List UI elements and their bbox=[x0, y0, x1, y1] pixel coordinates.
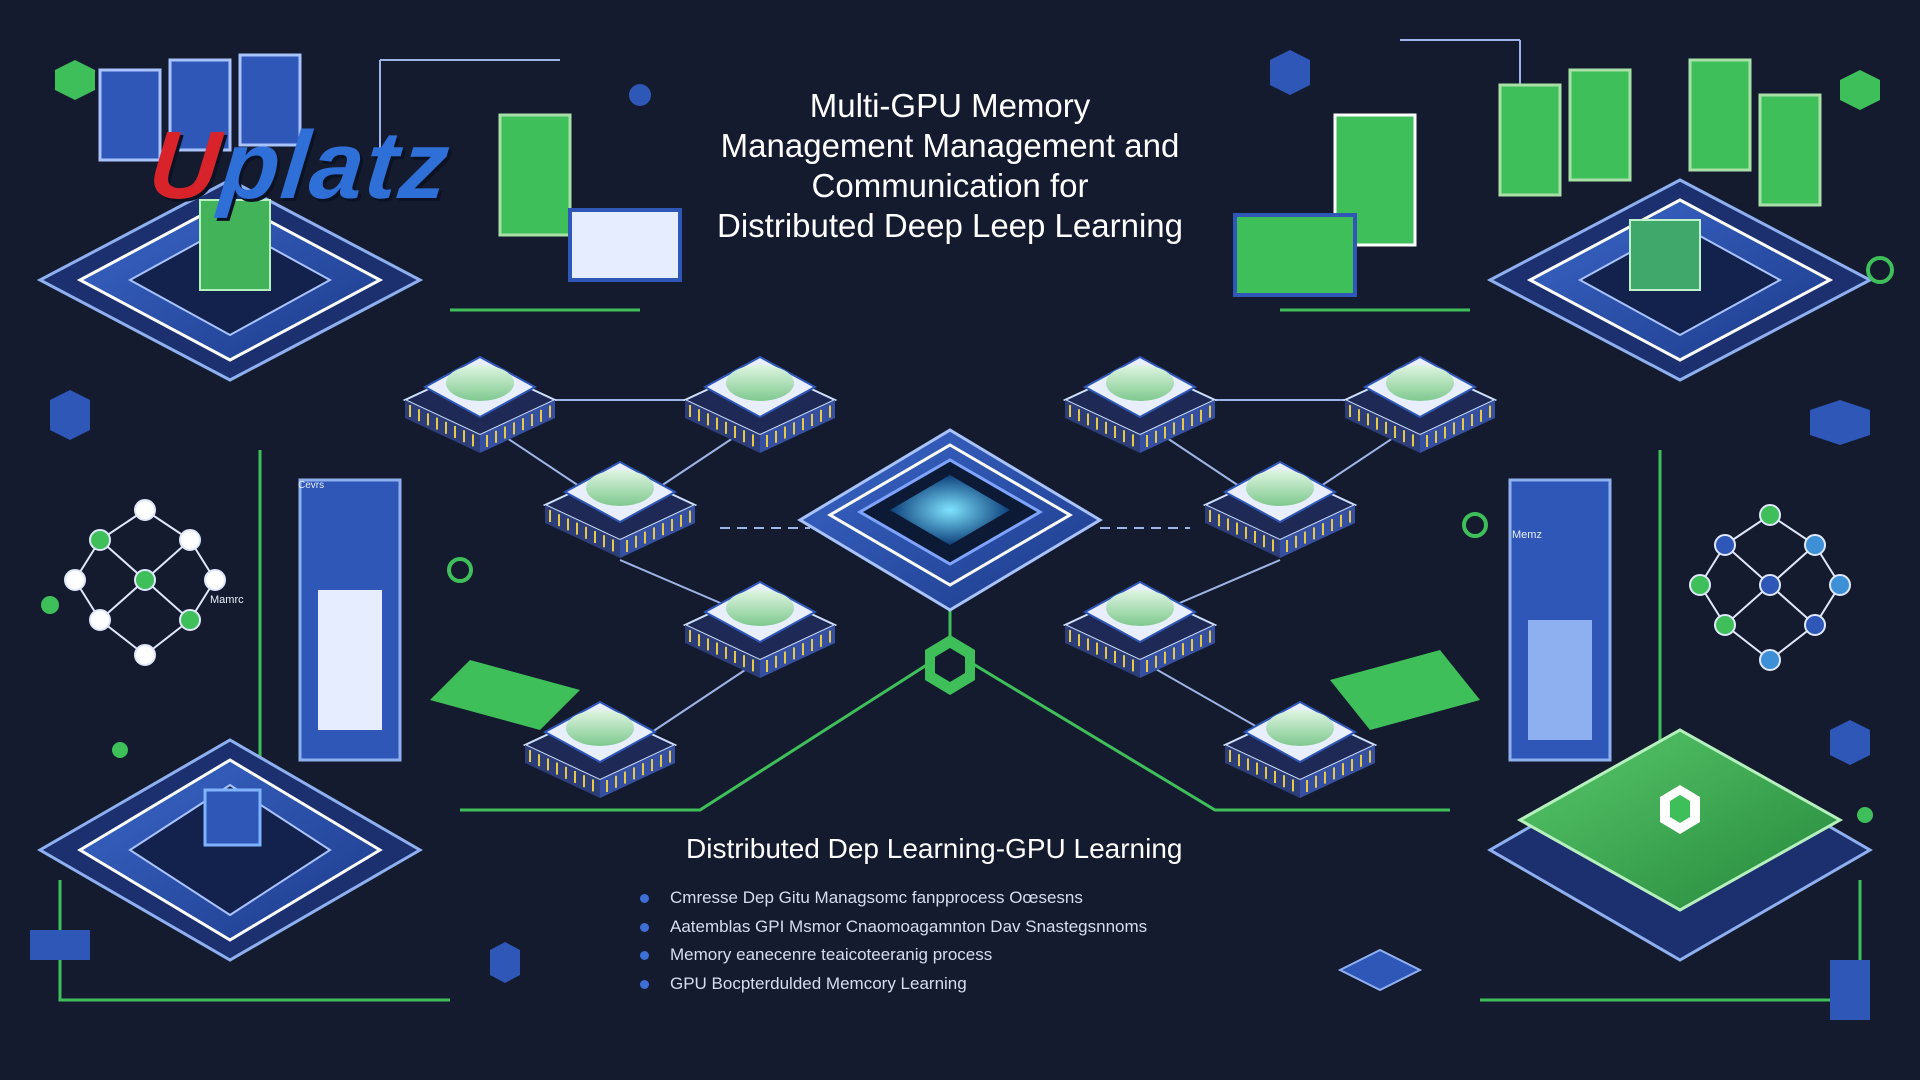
server-board-bottom-right bbox=[1330, 478, 1873, 962]
network-node bbox=[134, 569, 156, 591]
network-node bbox=[1714, 614, 1736, 636]
title-line: Distributed Deep Leep Learning bbox=[717, 207, 1183, 244]
page-title: Multi-GPU Memory Management Management a… bbox=[660, 86, 1240, 246]
list-item: GPU Bocpterdulded Memcory Learning bbox=[640, 970, 1400, 999]
logo-rest: platz bbox=[215, 112, 456, 219]
gpu-chip-icon bbox=[1222, 700, 1378, 798]
central-processor-icon bbox=[797, 428, 1103, 612]
gpu-chip-icon bbox=[1062, 580, 1218, 678]
title-line: Multi-GPU Memory bbox=[809, 87, 1091, 124]
network-node bbox=[134, 644, 156, 666]
bullet-dot-icon bbox=[640, 894, 649, 903]
gpu-chip-icon bbox=[402, 355, 558, 453]
section-subtitle: Distributed Dep Learning-GPU Learning bbox=[686, 833, 1183, 864]
bullet-dot-icon bbox=[640, 922, 649, 932]
server-board-top-left bbox=[36, 53, 682, 382]
list-item-text: Cmresse Dep Gitu Managsomc fanpprocess O… bbox=[670, 888, 1083, 907]
gpu-chip-icon bbox=[1062, 355, 1218, 453]
side-label-left: Mamrc bbox=[210, 594, 244, 606]
gpu-chip-icon bbox=[1202, 460, 1358, 558]
network-node bbox=[1759, 504, 1781, 526]
list-item-text: Memory eanecenre teaicoteeranig process bbox=[670, 945, 993, 964]
network-node bbox=[1759, 574, 1781, 596]
list-item-text: GPU Bocpterdulded Memcory Learning bbox=[670, 973, 967, 993]
network-node bbox=[1804, 534, 1826, 556]
network-node bbox=[1714, 534, 1736, 556]
network-node bbox=[1689, 574, 1711, 596]
list-item: Memory eanecenre teaicoteeranig process bbox=[640, 941, 1400, 970]
server-board-top-right bbox=[1233, 58, 1874, 382]
bullet-dot-icon bbox=[640, 951, 649, 960]
network-node bbox=[1804, 614, 1826, 636]
server-board-bottom-left bbox=[37, 478, 580, 962]
title-line: Management Management and bbox=[720, 127, 1180, 164]
title-line: Communication for bbox=[811, 167, 1089, 204]
gpu-chip-icon bbox=[1342, 355, 1498, 453]
network-node bbox=[204, 569, 226, 591]
gpu-chip-icon bbox=[682, 355, 838, 453]
network-node bbox=[1829, 574, 1851, 596]
list-item: Cmresse Dep Gitu Managsomc fanpprocess O… bbox=[640, 884, 1400, 913]
bullet-dot-icon bbox=[640, 979, 649, 989]
list-item: Aatemblas GPI Msmor Cnaomoagamnton Dav S… bbox=[640, 913, 1400, 942]
network-node bbox=[1759, 649, 1781, 671]
network-node bbox=[179, 609, 201, 631]
side-label-left-small: Cevrs bbox=[298, 480, 324, 491]
gpu-chip-icon bbox=[522, 700, 678, 798]
network-node bbox=[89, 609, 111, 631]
gpu-chip-icon bbox=[682, 580, 838, 678]
decorative-cubes bbox=[30, 50, 1894, 1020]
logo-initial: U bbox=[144, 112, 228, 219]
bullet-list: Cmresse Dep Gitu Managsomc fanpprocess O… bbox=[640, 884, 1400, 998]
hexagon-node-icon bbox=[925, 635, 975, 695]
side-label-right: Memz bbox=[1512, 529, 1542, 541]
gpu-chip-grid bbox=[402, 355, 1498, 798]
network-node bbox=[89, 529, 111, 551]
network-node bbox=[134, 499, 156, 521]
network-node bbox=[179, 529, 201, 551]
gpu-chip-icon bbox=[542, 460, 698, 558]
network-graph-icon bbox=[1689, 504, 1851, 671]
uplatz-logo: Uplatz bbox=[144, 112, 455, 219]
network-node bbox=[64, 569, 86, 591]
list-item-text: Aatemblas GPI Msmor Cnaomoagamnton Dav S… bbox=[670, 916, 1148, 936]
network-graph-icon bbox=[64, 499, 226, 666]
